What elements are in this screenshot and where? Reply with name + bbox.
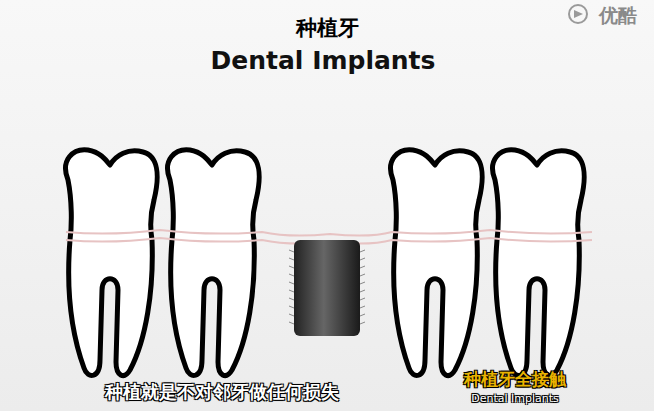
title: 种植牙 — [0, 14, 654, 42]
subtitle: Dental Implants — [0, 46, 650, 75]
watermark: 优酷 — [590, 3, 646, 29]
molar — [493, 150, 585, 376]
caption-text: 种植就是不对邻牙做任何损失 — [52, 380, 392, 404]
teeth — [66, 150, 585, 376]
molar — [391, 150, 483, 376]
implant — [289, 240, 365, 336]
molar — [168, 150, 260, 376]
molar — [66, 150, 158, 376]
watermark-logo — [569, 5, 587, 23]
caption-text: Dental Implants — [420, 392, 610, 405]
caption-text: 种植牙全接触 — [420, 368, 610, 391]
